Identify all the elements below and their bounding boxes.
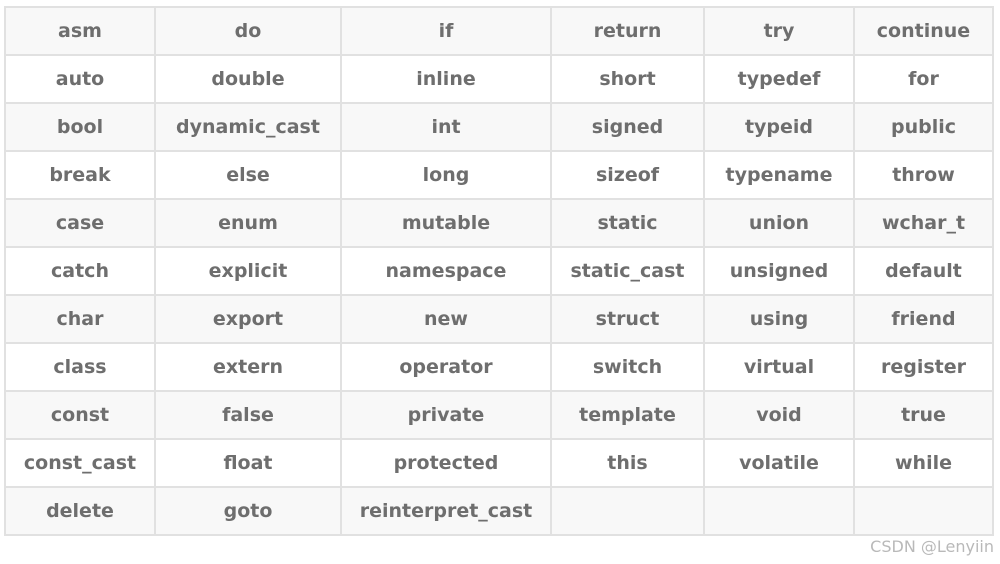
- keyword-cell: static: [550, 198, 705, 248]
- keyword-cell: long: [340, 150, 552, 200]
- keyword-cell: new: [340, 294, 552, 344]
- keyword-cell: static_cast: [550, 246, 705, 296]
- keyword-cell: double: [154, 54, 342, 104]
- keyword-cell: continue: [853, 6, 994, 56]
- keyword-cell: delete: [4, 486, 156, 536]
- keyword-cell: typename: [703, 150, 855, 200]
- keyword-cell: typeid: [703, 102, 855, 152]
- keyword-cell: for: [853, 54, 994, 104]
- keyword-cell: this: [550, 438, 705, 488]
- keyword-cell: register: [853, 342, 994, 392]
- keyword-cell: public: [853, 102, 994, 152]
- keyword-cell: throw: [853, 150, 994, 200]
- keyword-cell: short: [550, 54, 705, 104]
- keyword-cell: return: [550, 6, 705, 56]
- keyword-cell: [550, 486, 705, 536]
- keyword-cell: operator: [340, 342, 552, 392]
- keyword-cell: protected: [340, 438, 552, 488]
- keyword-cell: true: [853, 390, 994, 440]
- keyword-cell: try: [703, 6, 855, 56]
- keyword-cell: [703, 486, 855, 536]
- keyword-cell: auto: [4, 54, 156, 104]
- keyword-cell: export: [154, 294, 342, 344]
- keyword-cell: default: [853, 246, 994, 296]
- keyword-cell: const_cast: [4, 438, 156, 488]
- keyword-cell: volatile: [703, 438, 855, 488]
- keyword-cell: virtual: [703, 342, 855, 392]
- keyword-cell: wchar_t: [853, 198, 994, 248]
- keyword-cell: dynamic_cast: [154, 102, 342, 152]
- keyword-cell: [853, 486, 994, 536]
- keyword-cell: asm: [4, 6, 156, 56]
- keyword-cell: struct: [550, 294, 705, 344]
- keyword-cell: bool: [4, 102, 156, 152]
- keyword-cell: unsigned: [703, 246, 855, 296]
- keyword-cell: reinterpret_cast: [340, 486, 552, 536]
- keyword-cell: sizeof: [550, 150, 705, 200]
- keyword-cell: false: [154, 390, 342, 440]
- keyword-cell: namespace: [340, 246, 552, 296]
- keyword-cell: explicit: [154, 246, 342, 296]
- keyword-cell: signed: [550, 102, 705, 152]
- keyword-cell: extern: [154, 342, 342, 392]
- keyword-cell: break: [4, 150, 156, 200]
- keyword-cell: char: [4, 294, 156, 344]
- keyword-cell: const: [4, 390, 156, 440]
- keyword-cell: using: [703, 294, 855, 344]
- keyword-cell: switch: [550, 342, 705, 392]
- keyword-cell: do: [154, 6, 342, 56]
- keyword-cell: while: [853, 438, 994, 488]
- keyword-cell: int: [340, 102, 552, 152]
- keyword-cell: inline: [340, 54, 552, 104]
- keyword-cell: class: [4, 342, 156, 392]
- keyword-cell: mutable: [340, 198, 552, 248]
- keyword-cell: friend: [853, 294, 994, 344]
- keyword-cell: else: [154, 150, 342, 200]
- keyword-cell: template: [550, 390, 705, 440]
- keyword-cell: enum: [154, 198, 342, 248]
- keyword-cell: void: [703, 390, 855, 440]
- keyword-cell: union: [703, 198, 855, 248]
- keyword-cell: goto: [154, 486, 342, 536]
- csdn-watermark: CSDN @Lenyiin: [870, 537, 994, 556]
- keyword-cell: typedef: [703, 54, 855, 104]
- keyword-cell: private: [340, 390, 552, 440]
- keyword-cell: float: [154, 438, 342, 488]
- keyword-cell: if: [340, 6, 552, 56]
- keyword-cell: case: [4, 198, 156, 248]
- keyword-cell: catch: [4, 246, 156, 296]
